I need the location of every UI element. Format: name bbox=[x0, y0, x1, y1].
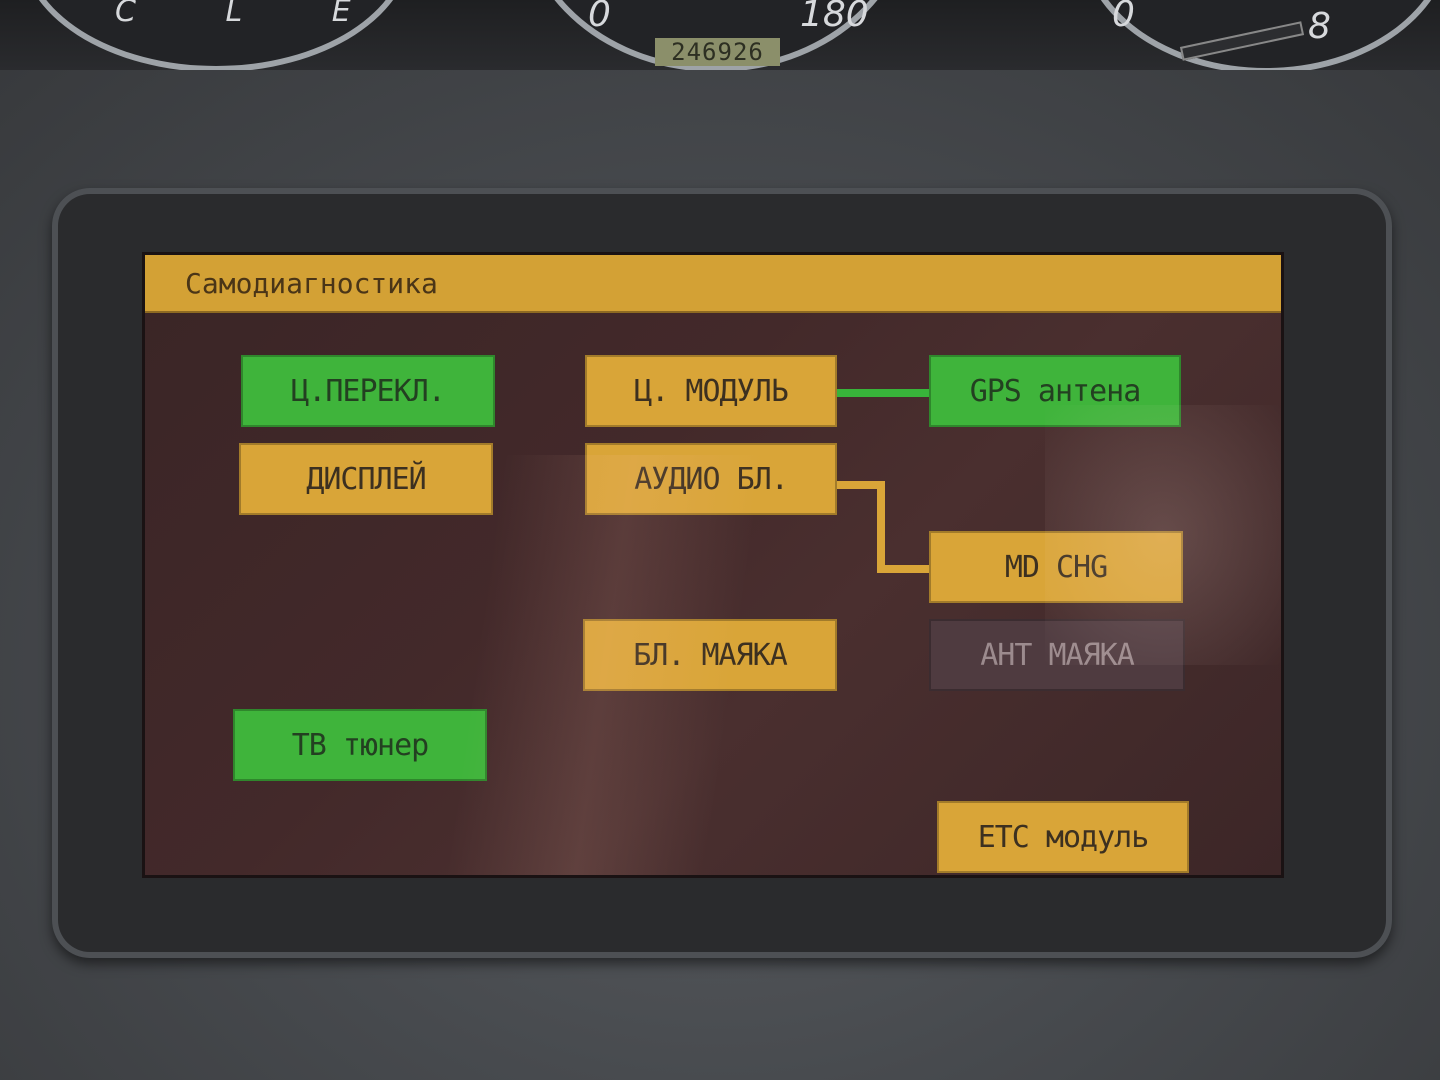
speed-180-label: 180 bbox=[800, 0, 869, 35]
connector-audio-md-h1 bbox=[837, 481, 883, 489]
rpm-eight-label: 8 bbox=[1308, 6, 1331, 47]
instrument-cluster: C L E 0 180 246926 0 8 bbox=[0, 0, 1440, 70]
beacon-antenna-button[interactable]: АНТ МАЯКА bbox=[929, 619, 1185, 691]
beacon-unit-button[interactable]: БЛ. МАЯКА bbox=[583, 619, 837, 691]
gauge-letters: C L E bbox=[115, 0, 391, 29]
connector-module-gps bbox=[837, 389, 933, 397]
connector-audio-md-v bbox=[877, 481, 885, 573]
title-bar: Самодиагностика bbox=[145, 255, 1281, 313]
speed-zero-label: 0 bbox=[588, 0, 611, 35]
central-module-button[interactable]: Ц. МОДУЛЬ bbox=[585, 355, 837, 427]
diagnostic-screen: Самодиагностика Ц.ПЕРЕКЛ. ДИСПЛЕЙ Ц. МОД… bbox=[142, 252, 1284, 878]
md-changer-button[interactable]: MD CHG bbox=[929, 531, 1183, 603]
center-switch-button[interactable]: Ц.ПЕРЕКЛ. bbox=[241, 355, 495, 427]
display-button[interactable]: ДИСПЛЕЙ bbox=[239, 443, 493, 515]
rpm-zero-label: 0 bbox=[1112, 0, 1135, 35]
odometer: 246926 bbox=[655, 38, 780, 66]
connector-audio-md-h2 bbox=[877, 565, 933, 573]
audio-unit-button[interactable]: АУДИО БЛ. bbox=[585, 443, 837, 515]
page-title: Самодиагностика bbox=[185, 267, 438, 300]
etc-module-button[interactable]: ETC модуль bbox=[937, 801, 1189, 873]
gps-antenna-button[interactable]: GPS антена bbox=[929, 355, 1181, 427]
tv-tuner-button[interactable]: ТВ тюнер bbox=[233, 709, 487, 781]
